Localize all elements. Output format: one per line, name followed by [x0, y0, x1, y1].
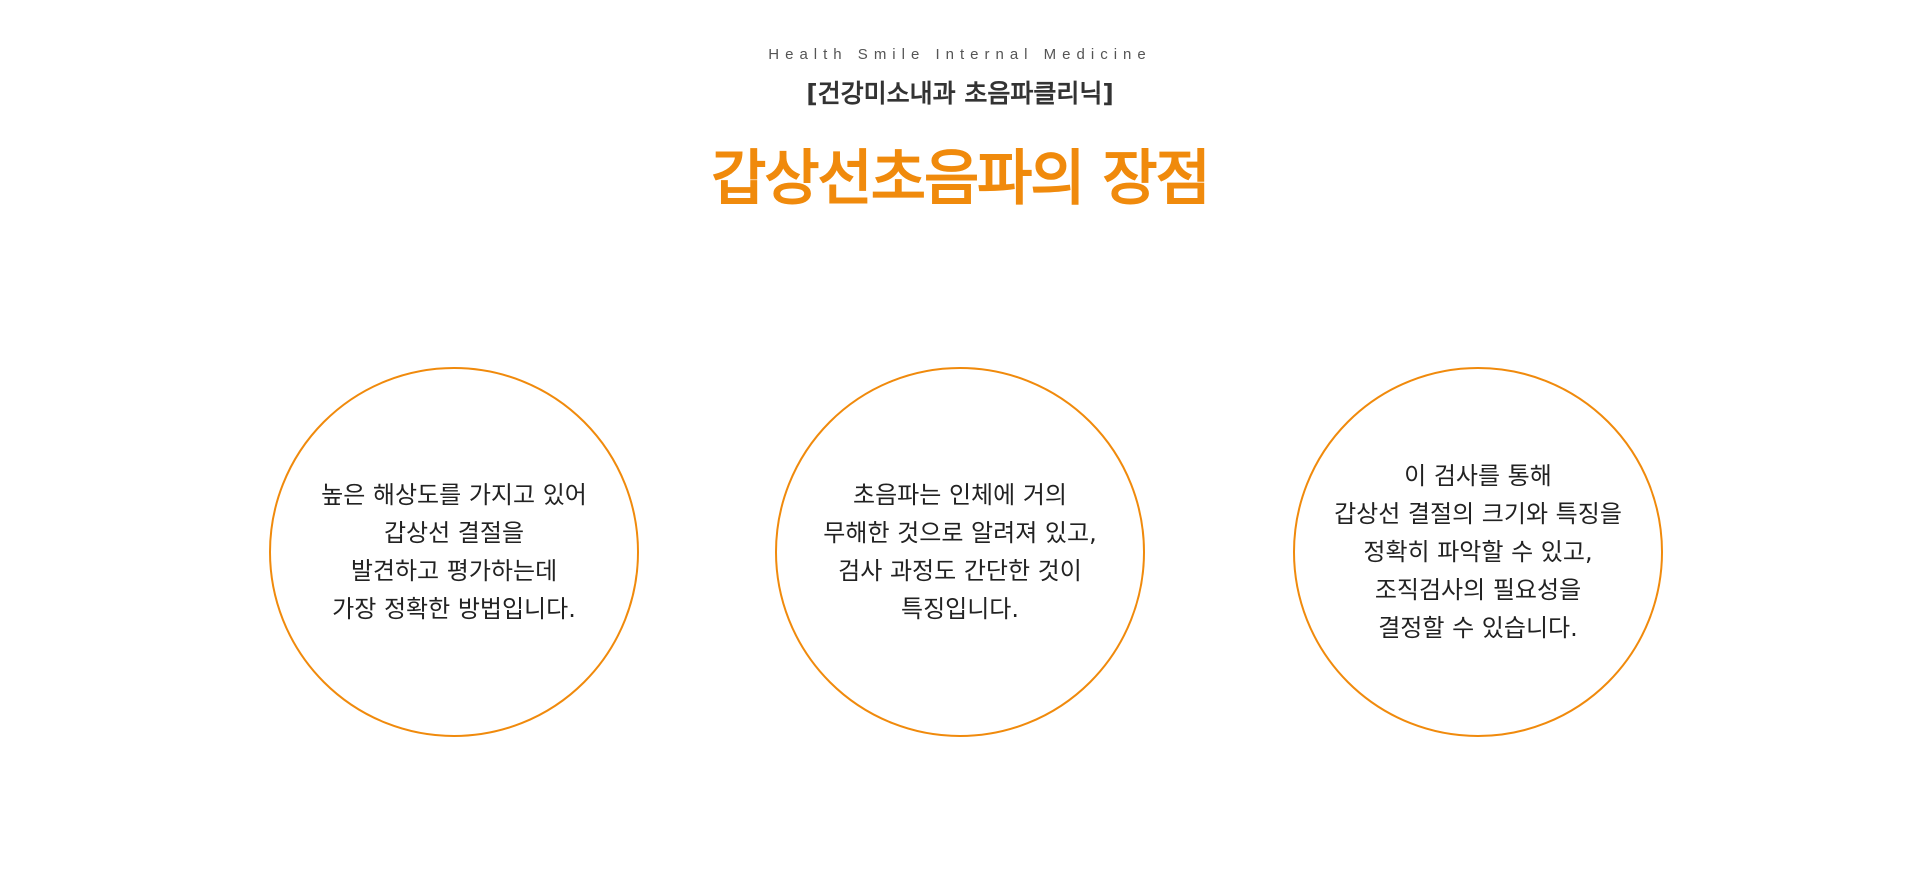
clinic-korean-name: [건강미소내과 초음파클리닉] [806, 79, 1114, 108]
feature-line: 갑상선 결절의 크기와 특징을 [1334, 500, 1622, 528]
feature-circle-resolution: 높은 해상도를 가지고 있어 갑상선 결절을 발견하고 평가하는데 가장 정확한… [269, 367, 639, 737]
feature-circle-diagnosis: 이 검사를 통해 갑상선 결절의 크기와 특징을 정확히 파악할 수 있고, 조… [1293, 367, 1663, 737]
feature-line: 조직검사의 필요성을 [1374, 576, 1582, 604]
feature-line: 검사 과정도 간단한 것이 [838, 557, 1082, 585]
feature-line: 가장 정확한 방법입니다. [332, 595, 576, 623]
section-title: 갑상선초음파의 장점 [711, 144, 1211, 214]
feature-line: 정확히 파악할 수 있고, [1363, 538, 1593, 566]
feature-circle-safety: 초음파는 인체에 거의 무해한 것으로 알려져 있고, 검사 과정도 간단한 것… [775, 367, 1145, 737]
clinic-english-name: Health Smile Internal Medicine [768, 46, 1152, 63]
feature-line: 이 검사를 통해 [1404, 462, 1552, 490]
feature-line: 특징입니다. [900, 595, 1020, 623]
feature-line: 초음파는 인체에 거의 [853, 481, 1067, 509]
feature-line: 갑상선 결절을 [383, 519, 525, 547]
feature-text: 초음파는 인체에 거의 무해한 것으로 알려져 있고, 검사 과정도 간단한 것… [823, 476, 1096, 628]
feature-text: 이 검사를 통해 갑상선 결절의 크기와 특징을 정확히 파악할 수 있고, 조… [1334, 457, 1622, 647]
feature-line: 발견하고 평가하는데 [350, 557, 558, 585]
feature-line: 무해한 것으로 알려져 있고, [823, 519, 1097, 547]
feature-text: 높은 해상도를 가지고 있어 갑상선 결절을 발견하고 평가하는데 가장 정확한… [321, 476, 587, 628]
feature-line: 높은 해상도를 가지고 있어 [321, 481, 587, 509]
feature-line: 결정할 수 있습니다. [1378, 614, 1578, 642]
